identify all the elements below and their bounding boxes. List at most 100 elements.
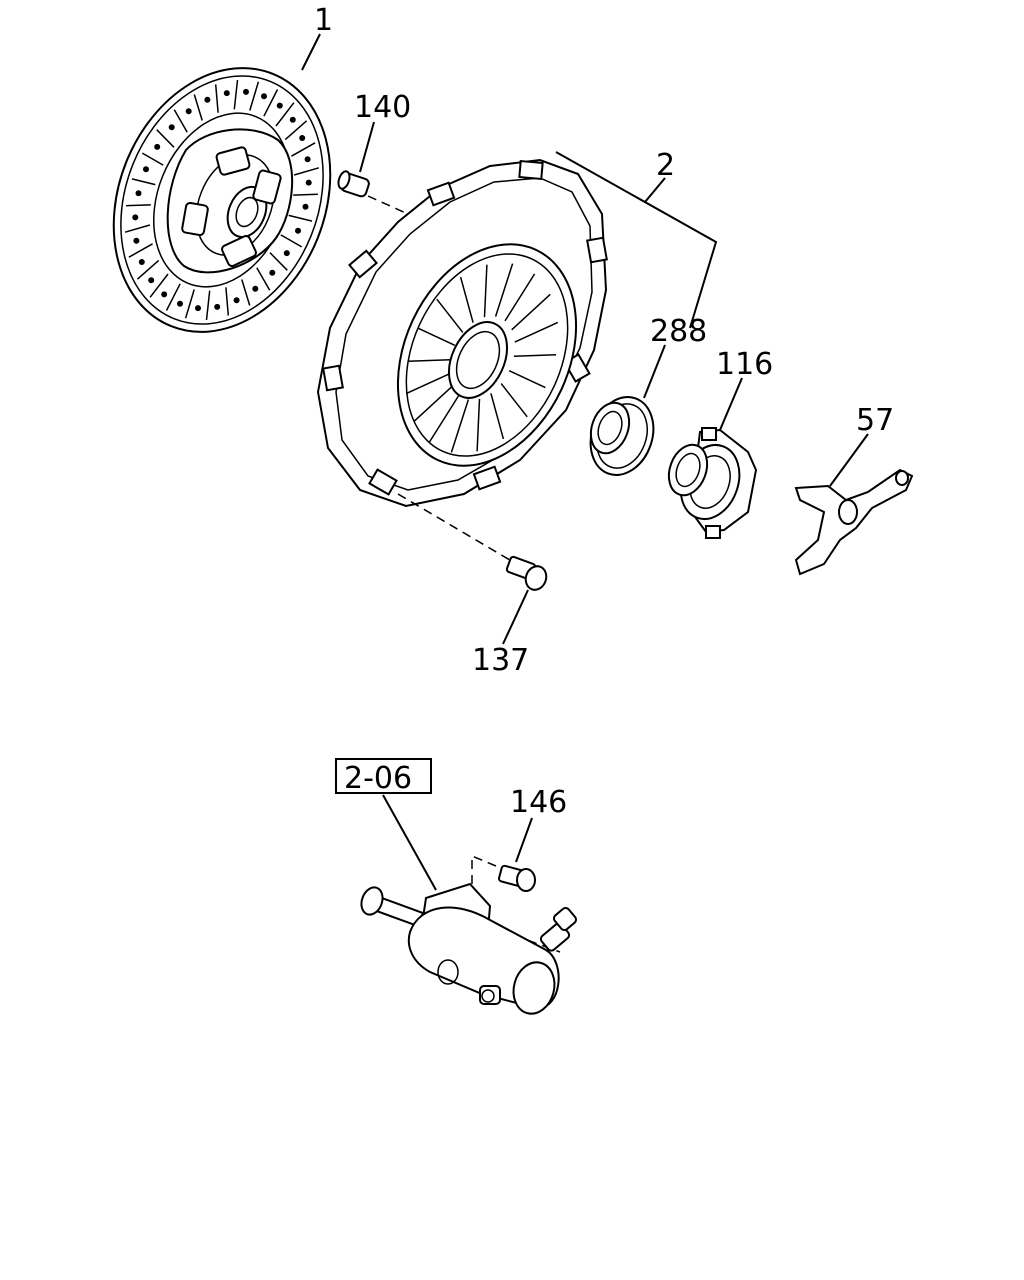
bearing-ring[interactable] (580, 388, 664, 484)
dowel-alignment-line (367, 195, 409, 215)
release-fork[interactable] (794, 468, 914, 576)
leader-line-1 (301, 33, 321, 71)
callout-2: 2 (656, 148, 675, 183)
callout-1: 1 (314, 3, 333, 38)
friction-lining-slot (256, 267, 271, 291)
friction-lining-hole (289, 116, 296, 123)
diaphragm-finger (500, 383, 528, 418)
friction-lining-hole (269, 269, 276, 276)
clutch-disc[interactable] (76, 35, 369, 364)
diaphragm-finger (450, 399, 470, 453)
bolt-146[interactable] (498, 864, 536, 892)
leader-line-137 (502, 589, 529, 645)
friction-lining-hole (143, 166, 149, 173)
diaphragm-finger (490, 393, 505, 440)
friction-lining-hole (252, 285, 259, 292)
leader-line-146 (515, 817, 533, 863)
friction-lining-slot (225, 287, 230, 316)
friction-lining-hole (133, 237, 140, 244)
friction-lining-slot (124, 224, 151, 233)
diaphragm-finger (407, 358, 451, 362)
friction-lining-slot (280, 234, 303, 248)
bolt-146-alignment-line (471, 854, 497, 898)
release-bearing[interactable] (662, 427, 758, 539)
pressure-plate-cover[interactable] (316, 158, 610, 508)
friction-lining-slot (149, 273, 169, 298)
friction-lining-hole (223, 90, 230, 97)
friction-lining-slot (165, 283, 181, 311)
mounting-bolt[interactable] (505, 555, 549, 593)
leader-line-116 (719, 377, 743, 431)
leader-line-140 (359, 121, 375, 173)
friction-lining-slot (241, 279, 251, 306)
diaphragm-finger (413, 385, 453, 423)
friction-lining-hole (233, 297, 240, 304)
friction-lining-hole (195, 305, 201, 312)
friction-lining-hole (214, 303, 221, 310)
friction-lining-slot (193, 94, 203, 121)
friction-lining-slot (128, 243, 153, 258)
friction-lining-slot (156, 129, 175, 148)
friction-lining-hole (177, 300, 183, 307)
leader-line-2 (644, 177, 666, 203)
friction-lining-hole (185, 108, 192, 115)
diaphragm-finger (476, 398, 481, 452)
friction-lining-hole (261, 93, 267, 100)
callout-57: 57 (856, 403, 894, 438)
bolt-alignment-line (397, 493, 521, 567)
diaphragm-finger (494, 263, 514, 317)
friction-lining-hole (276, 102, 283, 109)
diaphragm-finger (436, 298, 464, 333)
friction-lining-slot (263, 89, 279, 117)
bracket-line-2 (555, 151, 718, 329)
friction-lining-hole (135, 190, 142, 197)
friction-lining-hole (302, 203, 309, 210)
diaphragm-finger (513, 354, 557, 358)
friction-lining-slot (293, 193, 318, 196)
friction-lining-hole (161, 291, 168, 298)
dowel-pin[interactable] (336, 170, 370, 198)
leader-line-288 (643, 344, 666, 399)
friction-lining-slot (173, 109, 188, 133)
diaphragm-finger (504, 273, 536, 322)
friction-lining-slot (284, 120, 308, 141)
friction-lining-hole (154, 143, 161, 150)
callout-116: 116 (716, 347, 773, 382)
diaphragm-finger (405, 373, 450, 395)
friction-lining-slot (136, 259, 160, 280)
friction-lining-slot (184, 289, 195, 319)
ref-box-label: 2-06 (344, 761, 412, 796)
clutch-slave-cylinder[interactable] (358, 882, 578, 1018)
friction-lining-hole (283, 250, 290, 257)
friction-lining-slot (291, 142, 316, 157)
ref-box-2-06[interactable] (335, 758, 432, 794)
callout-137: 137 (472, 643, 529, 678)
friction-lining-slot (293, 167, 320, 176)
friction-lining-hole (304, 156, 311, 163)
friction-lining-slot (233, 80, 239, 110)
diaphragm-finger (418, 327, 456, 346)
friction-lining-hole (168, 124, 175, 131)
friction-lining-hole (299, 135, 306, 141)
callout-288: 288 (650, 314, 707, 349)
callout-140: 140 (354, 90, 411, 125)
leader-line-57 (829, 433, 869, 487)
friction-lining-slot (269, 252, 288, 271)
diaphragm-finger (428, 394, 460, 443)
friction-lining-hole (305, 179, 312, 186)
diaphragm-finger (511, 293, 551, 331)
friction-lining-slot (131, 178, 156, 186)
friction-lining-slot (214, 84, 219, 113)
friction-lining-slot (141, 152, 164, 166)
leader-line-2-06 (382, 794, 437, 891)
diaphragm-finger (459, 276, 474, 323)
diaphragm-finger (508, 370, 546, 389)
callout-146: 146 (510, 785, 567, 820)
diaphragm-finger (483, 264, 488, 318)
diaphragm-finger (514, 321, 559, 343)
friction-lining-slot (249, 81, 260, 111)
friction-lining-hole (148, 277, 155, 284)
friction-lining-hole (243, 88, 249, 95)
friction-lining-hole (138, 259, 145, 265)
friction-lining-slot (205, 290, 211, 320)
